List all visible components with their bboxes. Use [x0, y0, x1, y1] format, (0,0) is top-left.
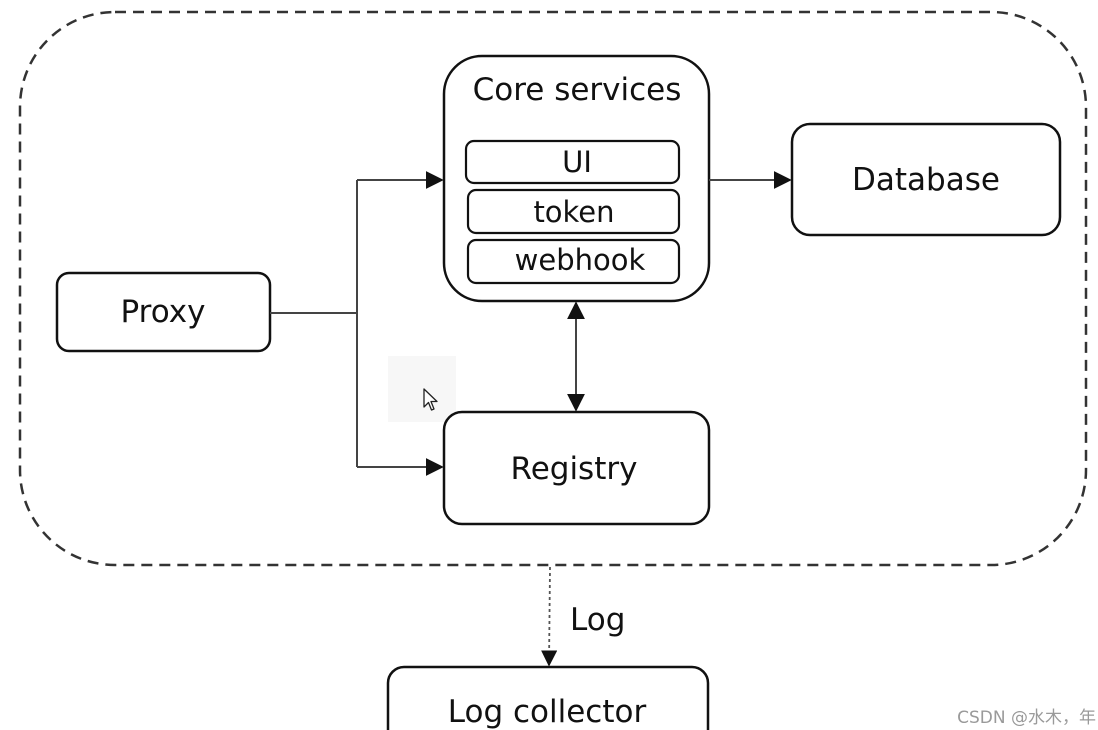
log-edge-label: Log: [570, 602, 625, 638]
database-box: [790, 122, 1062, 237]
registry-box: [442, 410, 711, 526]
watermark: CSDN @水木，年: [957, 708, 1096, 728]
core-services-node: Core services UI token webhook: [442, 54, 711, 303]
registry-label: Registry: [511, 451, 638, 487]
mouse-pointer-icon: [423, 388, 438, 411]
registry-node: Registry: [442, 410, 711, 526]
webhook-box: [466, 238, 681, 285]
log-arrow: [541, 566, 558, 667]
ui-box: [464, 139, 681, 185]
proxy-label: Proxy: [121, 294, 206, 330]
ui-label: UI: [562, 145, 592, 179]
log-collector-node: Log collector: [386, 665, 710, 730]
token-box: [466, 188, 681, 235]
database-node: Database: [790, 122, 1062, 237]
system-boundary: [18, 10, 1088, 567]
proxy-node: Proxy: [55, 271, 272, 353]
log-collector-box: [386, 665, 710, 730]
token-label: token: [533, 195, 614, 229]
log-collector-label: Log collector: [448, 694, 647, 730]
cursor-highlight: [388, 356, 456, 422]
webhook-label: webhook: [515, 243, 646, 277]
core-services-label: Core services: [473, 72, 682, 108]
database-label: Database: [852, 162, 1000, 198]
